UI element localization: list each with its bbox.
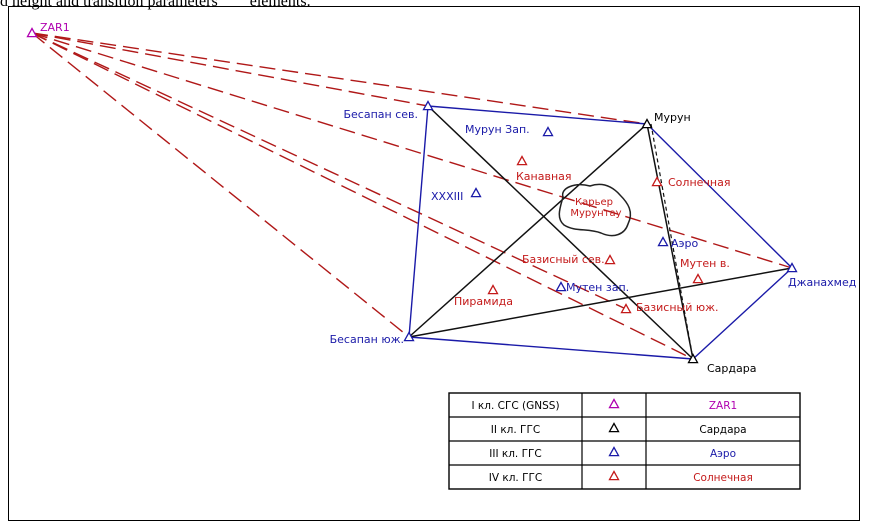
station-label-dzhanakhmed: Джанахмед: [788, 276, 857, 289]
line-besapan_sev-besapan_yuzh: [408, 105, 429, 338]
legend-class-label: II кл. ГГС: [491, 424, 540, 436]
station-label-besapan_yuzh: Бесапан юж.: [330, 333, 404, 346]
line-besapan_yuzh-dzhanakhmed: [408, 267, 793, 338]
quarry-label-line1: Карьер: [575, 197, 613, 208]
line-besapan_sev-sardara: [427, 105, 694, 360]
station-label-murun_zap: Мурун Зап.: [465, 123, 530, 136]
station-marker-aero: [657, 236, 669, 247]
figure-caption: d height and transition parameters eleme…: [0, 0, 311, 10]
station-label-sardara: Сардара: [707, 362, 756, 375]
station-label-murun: Мурун: [654, 111, 691, 124]
legend-marker-class2: [608, 422, 620, 433]
station-label-bazisny_sev: Базисный сев.: [522, 253, 605, 266]
class3-network-lines: [408, 105, 793, 360]
station-marker-solnechnaya: [651, 176, 663, 187]
station-marker-murun_zap: [542, 126, 554, 137]
station-marker-xxxiii: [470, 187, 482, 198]
station-label-muten_v: Мутен в.: [680, 257, 730, 270]
station-marker-bazisny_yuzh: [620, 303, 632, 314]
station-label-zar1: ZAR1: [40, 21, 70, 34]
legend-class-label: IV кл. ГГС: [489, 472, 542, 484]
legend-marker-class4: [608, 470, 620, 481]
station-marker-muten_v: [692, 273, 704, 284]
ray-zar1-to-dzhanakhmed: [31, 32, 793, 269]
station-label-kanavnaya: Канавная: [516, 170, 572, 183]
station-label-besapan_sev: Бесапан сев.: [343, 108, 418, 121]
station-marker-muten_zap: [555, 281, 567, 292]
station-marker-besapan_sev: [422, 100, 434, 111]
station-label-bazisny_yuzh: Базисный юж.: [636, 301, 719, 314]
ray-zar1-to-bazisny_yuzh: [31, 32, 627, 310]
line-besapan_yuzh-sardara: [408, 336, 694, 360]
station-label-solnechnaya: Солнечная: [668, 176, 730, 189]
ray-zar1-to-besapan_yuzh: [31, 32, 410, 338]
legend-marker-class1: [608, 398, 620, 409]
line-besapan_yuzh-murun: [408, 123, 648, 338]
legend-example-name: Аэро: [710, 448, 736, 460]
station-marker-murun: [641, 118, 653, 129]
station-marker-kanavnaya: [516, 155, 528, 166]
legend-example-name: Солнечная: [693, 472, 753, 484]
legend-example-name: ZAR1: [709, 400, 737, 412]
station-label-xxxiii: XXXIII: [431, 190, 463, 203]
quarry-label-line2: Мурунтау: [570, 208, 621, 219]
station-marker-piramida: [487, 284, 499, 295]
line-murun-sardara: [646, 123, 694, 360]
line-murun-sardara-dashed: [650, 123, 694, 360]
legend-table: I кл. СГС (GNSS) ZAR1 II кл. ГГС СардараIII…: [448, 392, 801, 490]
network-diagram-frame: [8, 6, 860, 521]
station-marker-sardara: [687, 353, 699, 364]
station-marker-besapan_yuzh: [403, 331, 415, 342]
zar1-rays: [31, 32, 793, 360]
station-marker-zar1: [26, 27, 38, 38]
class2-network-lines: [408, 105, 793, 360]
station-marker-dzhanakhmed: [786, 262, 798, 273]
station-marker-bazisny_sev: [604, 254, 616, 265]
ray-zar1-to-sardara: [31, 32, 694, 360]
line-dzhanakhmed-sardara: [692, 267, 793, 360]
station-label-aero: Аэро: [671, 237, 699, 250]
station-label-piramida: Пирамида: [454, 295, 513, 308]
station-label-muten_zap: Мутен зап.: [566, 281, 629, 294]
legend-class-label: III кл. ГГС: [489, 448, 542, 460]
line-murun-dzhanakhmed: [646, 123, 793, 269]
ray-zar1-to-murun: [31, 32, 648, 125]
legend-marker-class3: [608, 446, 620, 457]
quarry-outline: [558, 183, 632, 237]
ray-zar1-to-besapan_sev: [31, 32, 429, 107]
legend-class-label: I кл. СГС (GNSS): [471, 400, 559, 412]
legend-example-name: Сардара: [699, 424, 746, 436]
line-besapan_sev-murun: [427, 105, 648, 125]
